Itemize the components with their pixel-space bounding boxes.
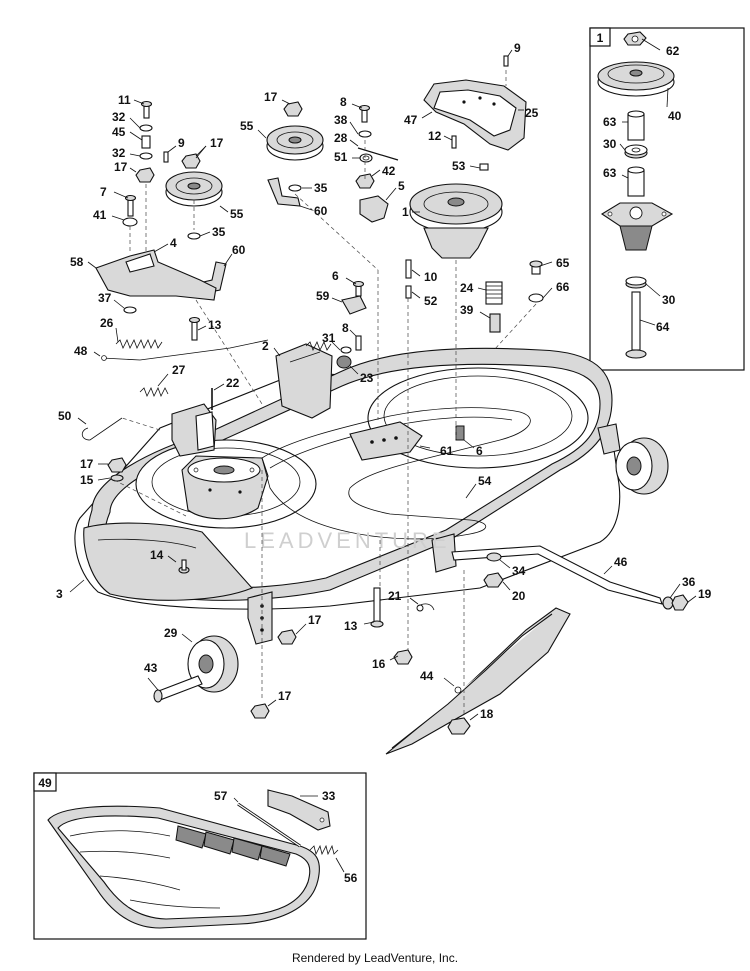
callout-11: 11 xyxy=(118,93,131,107)
callout-9a: 9 xyxy=(514,41,521,55)
callout-31: 31 xyxy=(322,331,336,345)
baffle-callouts: 57 33 56 xyxy=(214,789,358,885)
callout-29: 29 xyxy=(164,626,178,640)
spindle-callouts: 62 40 63 30 63 30 64 xyxy=(603,38,682,334)
callout-64: 64 xyxy=(656,320,670,334)
callout-35a: 35 xyxy=(212,225,226,239)
callout-52: 52 xyxy=(424,294,438,308)
callout-62: 62 xyxy=(666,44,680,58)
callout-37: 37 xyxy=(98,291,112,305)
callout-17d: 17 xyxy=(80,457,94,471)
callout-19: 19 xyxy=(698,587,712,601)
callout-17c: 17 xyxy=(264,90,278,104)
callout-38: 38 xyxy=(334,113,348,127)
callout-53: 53 xyxy=(452,159,466,173)
callout-12: 12 xyxy=(428,129,442,143)
callout-3: 3 xyxy=(56,587,63,601)
callout-14: 14 xyxy=(150,548,164,562)
baffle-inset: 49 57 33 56 xyxy=(33,772,367,940)
callout-58: 58 xyxy=(70,255,84,269)
callout-17a: 17 xyxy=(210,136,224,150)
callout-51: 51 xyxy=(334,150,348,164)
callout-17e: 17 xyxy=(308,613,322,627)
callout-63b: 63 xyxy=(603,166,617,180)
callout-4: 4 xyxy=(170,236,177,250)
callout-59: 59 xyxy=(316,289,330,303)
callout-27: 27 xyxy=(172,363,186,377)
footer-credit: Rendered by LeadVenture, Inc. xyxy=(291,951,459,965)
callout-32a: 32 xyxy=(112,110,126,124)
callout-25: 25 xyxy=(525,106,539,120)
callout-57: 57 xyxy=(214,789,228,803)
callout-54: 54 xyxy=(478,474,492,488)
callout-17f: 17 xyxy=(278,689,292,703)
baffle-inset-label: 49 xyxy=(38,776,52,790)
mower-deck: LEADVENTURE xyxy=(74,341,689,755)
callout-6a: 6 xyxy=(332,269,339,283)
callout-60b: 60 xyxy=(314,204,328,218)
callout-8a: 8 xyxy=(340,95,347,109)
callout-35b: 35 xyxy=(314,181,328,195)
callout-16: 16 xyxy=(372,657,386,671)
callout-6b: 6 xyxy=(476,444,483,458)
watermark-text: LEADVENTURE xyxy=(244,528,451,553)
spindle-inset-label: 1 xyxy=(597,31,604,45)
assembly-lines xyxy=(113,70,537,716)
callout-48: 48 xyxy=(74,344,88,358)
callout-32b: 32 xyxy=(112,146,126,160)
callout-17b: 17 xyxy=(114,160,128,174)
main-callouts: 9 11 32 45 32 9 17 17 7 41 4 35 60 58 37… xyxy=(56,41,712,721)
callout-46: 46 xyxy=(614,555,628,569)
callout-15: 15 xyxy=(80,473,94,487)
callout-1: 1 xyxy=(402,205,409,219)
callout-65: 65 xyxy=(556,256,570,270)
callout-5: 5 xyxy=(398,179,405,193)
callout-50: 50 xyxy=(58,409,72,423)
callout-41: 41 xyxy=(93,208,107,222)
upper-left-parts xyxy=(95,100,269,361)
callout-55b: 55 xyxy=(230,207,244,221)
callout-20: 20 xyxy=(512,589,526,603)
callout-63a: 63 xyxy=(603,115,617,129)
callout-21: 21 xyxy=(388,589,402,603)
callout-30b: 30 xyxy=(662,293,676,307)
callout-43: 43 xyxy=(144,661,158,675)
callout-61: 61 xyxy=(440,444,454,458)
callout-60a: 60 xyxy=(232,243,246,257)
callout-13b: 13 xyxy=(344,619,358,633)
callout-30a: 30 xyxy=(603,137,617,151)
callout-36: 36 xyxy=(682,575,696,589)
callout-9b: 9 xyxy=(178,136,185,150)
callout-39: 39 xyxy=(460,303,474,317)
callout-13a: 13 xyxy=(208,318,222,332)
callout-24: 24 xyxy=(460,281,474,295)
callout-44: 44 xyxy=(420,669,434,683)
callout-7: 7 xyxy=(100,185,107,199)
callout-18: 18 xyxy=(480,707,494,721)
callout-2: 2 xyxy=(262,339,269,353)
callout-66: 66 xyxy=(556,280,570,294)
spindle-inset: 1 62 40 xyxy=(589,27,745,371)
callout-55a: 55 xyxy=(240,119,254,133)
callout-56: 56 xyxy=(344,871,358,885)
callout-10: 10 xyxy=(424,270,438,284)
callout-26: 26 xyxy=(100,316,114,330)
callout-23: 23 xyxy=(360,371,374,385)
callout-34: 34 xyxy=(512,564,526,578)
upper-middle-parts xyxy=(266,55,544,354)
callout-8b: 8 xyxy=(342,321,349,335)
callout-28: 28 xyxy=(334,131,348,145)
callout-42: 42 xyxy=(382,164,396,178)
callout-33: 33 xyxy=(322,789,336,803)
callout-22: 22 xyxy=(226,376,240,390)
callout-45: 45 xyxy=(112,125,126,139)
callout-47: 47 xyxy=(404,113,418,127)
callout-40: 40 xyxy=(668,109,682,123)
